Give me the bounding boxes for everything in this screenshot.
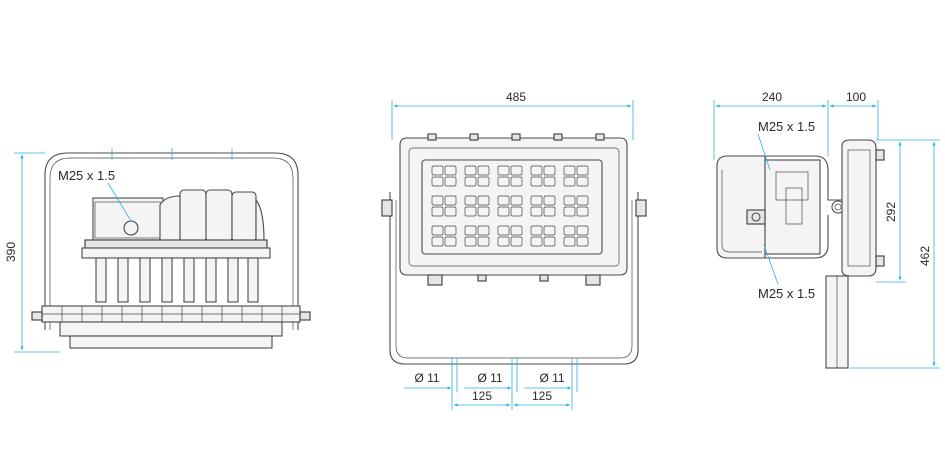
led-cell [497, 176, 510, 187]
led-cell [464, 165, 477, 176]
led-cell [431, 206, 444, 217]
led-cell [497, 206, 510, 217]
led-cell [510, 165, 523, 176]
led-cell [444, 236, 457, 247]
led-cell [530, 225, 543, 236]
led-cell [576, 236, 589, 247]
led-cell [477, 195, 490, 206]
led-cell [563, 206, 576, 217]
led-cell [576, 165, 589, 176]
led-cell [563, 195, 576, 206]
base-ribs [61, 306, 283, 322]
led-cell [530, 165, 543, 176]
front-hole-2: Ø 11 [477, 371, 502, 385]
led-cell [444, 206, 457, 217]
side-thread-label-top: M25 x 1.5 [758, 119, 815, 134]
led-cell [576, 225, 589, 236]
front-hole-3: Ø 11 [539, 371, 564, 385]
led-cell [563, 165, 576, 176]
led-cell [444, 195, 457, 206]
led-cell [431, 165, 444, 176]
led-cell [431, 225, 444, 236]
led-cell [543, 236, 556, 247]
led-cell [444, 176, 457, 187]
led-cell [563, 236, 576, 247]
side-depth-dim: 240 [762, 90, 782, 104]
led-cell [543, 225, 556, 236]
led-cell [510, 236, 523, 247]
heat-fins [95, 257, 259, 303]
led-cell [543, 165, 556, 176]
led-module-grid [431, 165, 589, 247]
led-cell [576, 176, 589, 187]
led-cell [510, 225, 523, 236]
led-cell [576, 206, 589, 217]
led-cell [464, 206, 477, 217]
led-cell [477, 206, 490, 217]
front-hole-1: Ø 11 [414, 371, 439, 385]
side-view: M25 x 1.5 M25 x 1.5 240 100 292 462 [713, 90, 940, 369]
led-cell [576, 195, 589, 206]
led-cell [431, 195, 444, 206]
front-view: 485 Ø 11 Ø 11 Ø 11 125 125 [381, 90, 647, 410]
front-width-dim: 485 [506, 90, 526, 104]
led-cell [477, 165, 490, 176]
side-overall-height-dim: 462 [918, 246, 932, 266]
led-cell [510, 206, 523, 217]
led-cell [543, 195, 556, 206]
led-cell [497, 195, 510, 206]
led-cell [530, 176, 543, 187]
led-cell [497, 236, 510, 247]
left-thread-label: M25 x 1.5 [58, 168, 115, 183]
led-cell [477, 225, 490, 236]
side-bracket-dim: 100 [846, 90, 866, 104]
led-cell [530, 236, 543, 247]
led-cell [431, 176, 444, 187]
led-cell [477, 176, 490, 187]
led-cell [497, 225, 510, 236]
led-cell [510, 176, 523, 187]
led-cell [444, 165, 457, 176]
led-cell [563, 225, 576, 236]
led-cell [497, 165, 510, 176]
led-cell [464, 236, 477, 247]
led-cell [464, 176, 477, 187]
led-cell [464, 195, 477, 206]
led-cell [464, 225, 477, 236]
led-cell [563, 176, 576, 187]
led-cell [444, 225, 457, 236]
side-thread-label-bottom: M25 x 1.5 [758, 286, 815, 301]
led-cell [530, 195, 543, 206]
left-height-dim: 390 [4, 242, 18, 262]
front-spacing-1: 125 [472, 389, 492, 403]
led-cell [530, 206, 543, 217]
left-view: M25 x 1.5 390 [4, 148, 311, 353]
led-cell [543, 176, 556, 187]
led-cell [477, 236, 490, 247]
housing-lugs [427, 133, 605, 286]
led-cell [543, 206, 556, 217]
led-cell [510, 195, 523, 206]
front-spacing-2: 125 [532, 389, 552, 403]
side-body-height-dim: 292 [884, 202, 898, 222]
led-cell [431, 236, 444, 247]
